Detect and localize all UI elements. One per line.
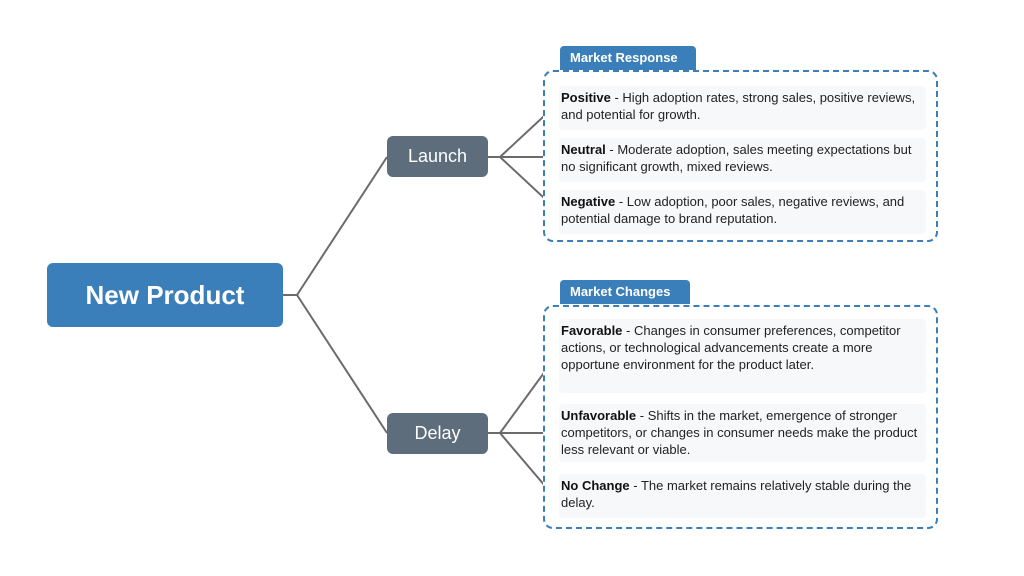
connector-root-to-launch xyxy=(296,156,388,296)
outcome-text: - Shifts in the market, emergence of str… xyxy=(561,408,918,457)
outcome-title: Favorable xyxy=(561,323,623,338)
outcome-text: - Moderate adoption, sales meeting expec… xyxy=(561,142,912,174)
branch-delay-label: Delay xyxy=(414,423,461,443)
outcome-item-positive: Positive - High adoption rates, strong s… xyxy=(559,86,926,130)
group-title-market-response: Market Response xyxy=(560,46,696,70)
root-node-new-product: New Product xyxy=(47,263,283,327)
root-node-label: New Product xyxy=(85,279,245,310)
outcome-text: - Low adoption, poor sales, negative rev… xyxy=(561,194,905,226)
connector-root-to-delay xyxy=(296,294,388,434)
branch-node-delay: Delay xyxy=(387,413,488,454)
outcome-item-negative: Negative - Low adoption, poor sales, neg… xyxy=(559,190,926,234)
outcome-title: Positive xyxy=(561,90,611,105)
outcome-text: - Changes in consumer preferences, compe… xyxy=(561,323,901,372)
group-market-response: Positive - High adoption rates, strong s… xyxy=(543,70,938,242)
outcome-item-favorable: Favorable - Changes in consumer preferen… xyxy=(559,319,926,393)
outcome-item-neutral: Neutral - Moderate adoption, sales meeti… xyxy=(559,138,926,182)
branch-launch-label: Launch xyxy=(407,146,468,166)
outcome-item-no-change: No Change - The market remains relativel… xyxy=(559,474,926,518)
outcome-text: - The market remains relatively stable d… xyxy=(561,478,912,510)
outcome-text: - High adoption rates, strong sales, pos… xyxy=(561,90,916,122)
outcome-title: Unfavorable xyxy=(561,408,637,423)
group-market-changes: Favorable - Changes in consumer preferen… xyxy=(543,305,938,529)
group-title-market-changes: Market Changes xyxy=(560,280,690,304)
outcome-title: Negative xyxy=(561,194,616,209)
branch-node-launch: Launch xyxy=(387,136,488,177)
outcome-item-unfavorable: Unfavorable - Shifts in the market, emer… xyxy=(559,404,926,462)
outcome-title: Neutral xyxy=(561,142,606,157)
outcome-title: No Change xyxy=(561,478,630,493)
